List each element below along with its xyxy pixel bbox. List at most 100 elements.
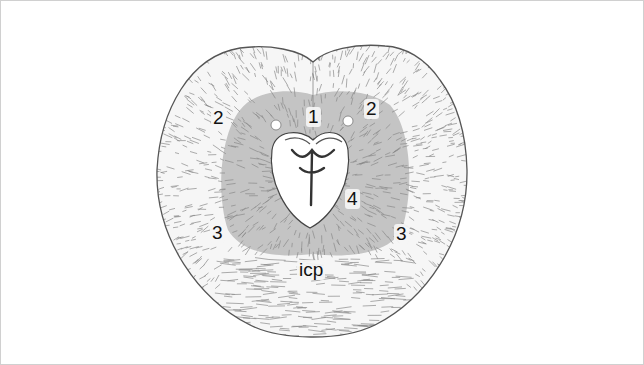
fibre-stroke [163, 315, 166, 318]
fibre-stroke [234, 339, 243, 341]
fibre-stroke [190, 215, 194, 217]
fibre-stroke [448, 49, 454, 57]
fibre-stroke [414, 287, 417, 291]
fibre-stroke [429, 219, 435, 220]
fibre-stroke [443, 297, 450, 300]
fibre-stroke [327, 321, 336, 322]
fibre-stroke [231, 50, 235, 54]
fibre-stroke [260, 146, 265, 148]
fibre-stroke [241, 244, 244, 247]
fibre-stroke [159, 187, 164, 189]
fibre-stroke [265, 180, 273, 181]
fibre-stroke [258, 315, 268, 317]
fibre-stroke [151, 283, 158, 288]
fibre-stroke [280, 328, 289, 330]
fibre-stroke [315, 71, 317, 81]
fibre-stroke [165, 195, 171, 196]
fibre-stroke [197, 228, 202, 230]
fibre-stroke [416, 173, 424, 175]
fibre-stroke [161, 341, 163, 345]
fibre-stroke [219, 196, 224, 198]
fibre-stroke [440, 135, 447, 136]
fibre-stroke [184, 322, 187, 326]
fibre-stroke [171, 279, 179, 282]
fibre-stroke [428, 135, 432, 137]
fibre-stroke [368, 243, 373, 248]
fibre-stroke [339, 112, 341, 121]
fibre-stroke [226, 334, 239, 335]
fibre-stroke [432, 149, 439, 151]
fibre-stroke [286, 213, 291, 219]
fibre-stroke [198, 76, 201, 81]
fibre-stroke [443, 108, 447, 110]
fibre-stroke [459, 317, 463, 322]
fibre-stroke [245, 296, 261, 297]
fibre-stroke [304, 100, 305, 107]
fibre-stroke [309, 234, 311, 244]
fibre-stroke [187, 104, 192, 107]
fibre-stroke [357, 279, 370, 281]
fibre-stroke [349, 273, 366, 274]
fibre-stroke [451, 179, 455, 181]
fibre-stroke [395, 252, 401, 255]
fibre-stroke [302, 343, 310, 344]
fibre-stroke [432, 315, 436, 321]
fibre-stroke [422, 269, 425, 272]
fibre-stroke [434, 44, 438, 48]
fibre-stroke [279, 329, 290, 331]
fibre-stroke [321, 235, 322, 243]
fibre-stroke [197, 312, 202, 317]
fibre-stroke [396, 276, 412, 277]
fibre-stroke [224, 296, 232, 298]
fibre-stroke [322, 339, 334, 341]
fibre-stroke [235, 311, 247, 313]
fibre-stroke [288, 250, 290, 256]
fibre-stroke [458, 297, 464, 303]
fibre-stroke [363, 71, 365, 76]
fibre-stroke [452, 44, 456, 48]
fibre-stroke [419, 164, 429, 166]
fibre-stroke [424, 163, 431, 165]
fibre-stroke [287, 304, 298, 305]
fibre-stroke [267, 271, 276, 272]
fibre-stroke [353, 63, 354, 68]
fibre-stroke [381, 311, 390, 312]
fibre-stroke [346, 49, 350, 57]
fibre-stroke [152, 73, 160, 76]
fibre-stroke [169, 128, 175, 132]
fibre-stroke [373, 205, 381, 209]
fibre-stroke [367, 341, 383, 343]
fibre-stroke [388, 163, 397, 166]
fibre-stroke [283, 77, 288, 85]
fibre-stroke [263, 200, 270, 204]
fibre-stroke [154, 319, 162, 324]
fibre-stroke [302, 310, 315, 312]
fibre-stroke [436, 345, 440, 348]
fibre-stroke [251, 286, 264, 288]
fibre-stroke [219, 207, 224, 208]
fibre-stroke [439, 220, 445, 223]
fibre-stroke [424, 128, 432, 131]
fibre-stroke [357, 52, 358, 60]
fibre-stroke [215, 333, 218, 337]
fibre-stroke [268, 241, 272, 245]
fibre-stroke [255, 136, 262, 141]
fibre-stroke [289, 220, 293, 224]
fibre-stroke [419, 313, 421, 317]
fibre-stroke [201, 88, 207, 94]
fibre-stroke [426, 201, 433, 202]
fibre-stroke [213, 145, 220, 150]
fibre-stroke [209, 47, 213, 52]
fibre-stroke [451, 143, 455, 144]
fibre-stroke [445, 63, 450, 71]
fibre-stroke [440, 279, 443, 282]
fibre-stroke [441, 274, 447, 277]
fibre-stroke [442, 76, 445, 80]
fibre-stroke [370, 300, 384, 302]
fibre-stroke [442, 161, 446, 163]
fibre-stroke [160, 172, 164, 173]
fibre-stroke [425, 313, 430, 319]
fibre-stroke [170, 73, 176, 78]
fibre-stroke [455, 215, 460, 217]
fibre-stroke [376, 175, 383, 177]
